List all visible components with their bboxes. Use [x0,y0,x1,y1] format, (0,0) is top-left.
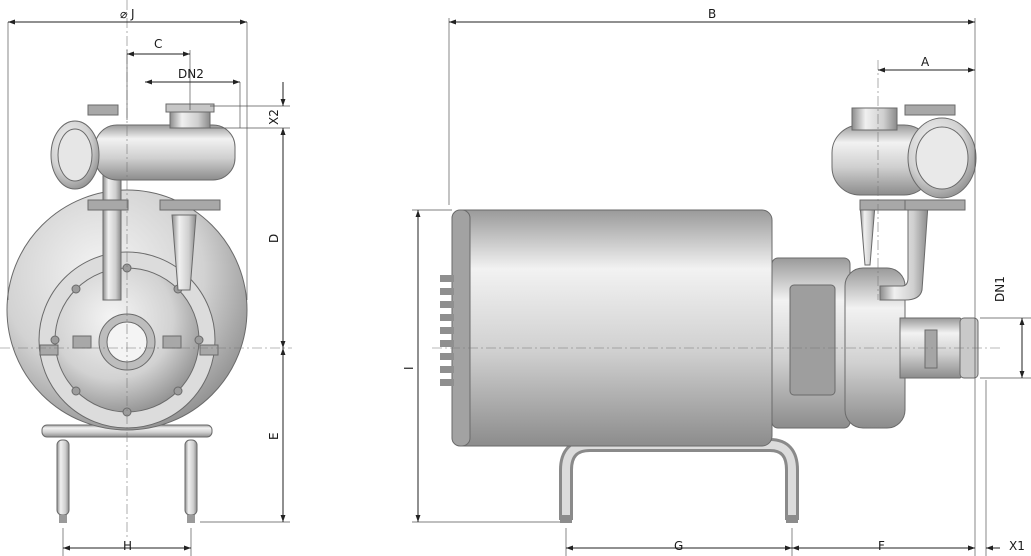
manifold [94,124,236,181]
dim-x1-label: X1 [1009,539,1025,553]
front-view [0,0,292,540]
dim-dn1-label: DN1 [993,276,1007,302]
dim-c-label: C [154,37,162,51]
dim-f-label: F [878,539,885,553]
dim-h-label: H [123,539,132,553]
dim-j-label: J [130,7,135,21]
dim-d-label: D [267,234,281,243]
dim-dn2-label: DN2 [178,67,204,81]
dimension-labels: ⌀ J C DN2 X2 D E H B A I DN1 G F X1 [120,7,1025,553]
dim-j-symbol: ⌀ [120,7,127,21]
front-legs [41,424,213,523]
motor [451,209,773,447]
dim-e-label: E [267,432,281,440]
dimension-lines [7,18,1031,556]
dim-b-label: B [708,7,716,21]
cooling-fins [440,275,454,386]
dim-a-label: A [921,55,930,69]
dim-i-label: I [402,366,416,370]
dim-x2-label: X2 [267,109,281,125]
side-view [432,60,1000,523]
dim-g-label: G [674,539,683,553]
